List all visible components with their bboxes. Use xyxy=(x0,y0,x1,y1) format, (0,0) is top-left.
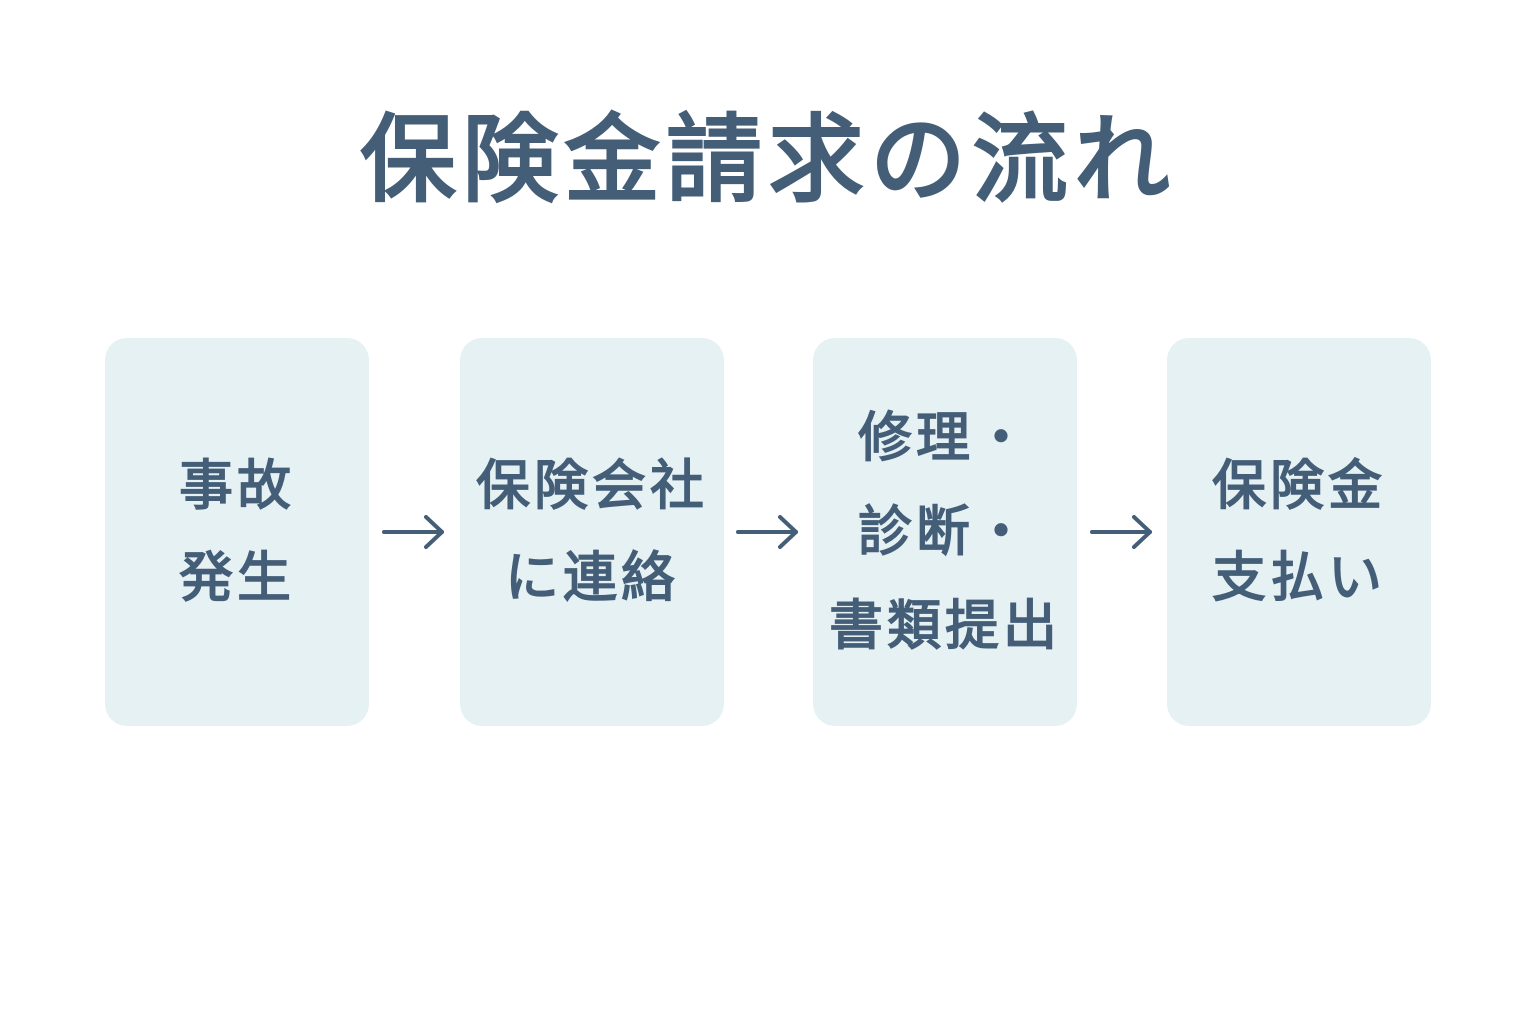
step-label-line: 修理・ xyxy=(858,406,1032,469)
step-label-line: 保険会社 xyxy=(476,454,708,517)
step-box-repair-diagnosis-documents: 修理・ 診断・ 書類提出 xyxy=(813,338,1077,726)
right-arrow-icon xyxy=(382,515,444,549)
step-label: 保険会社 に連絡 xyxy=(476,440,708,624)
step-label-line: 発生 xyxy=(179,546,295,609)
step-label-line: 診断・ xyxy=(858,500,1032,563)
step-label: 事故 発生 xyxy=(179,440,295,624)
step-label: 修理・ 診断・ 書類提出 xyxy=(829,391,1061,673)
right-arrow-icon xyxy=(736,515,798,549)
step-box-contact-insurer: 保険会社 に連絡 xyxy=(460,338,724,726)
step-label-line: 支払い xyxy=(1212,546,1386,609)
diagram-title: 保険金請求の流れ xyxy=(360,104,1176,216)
step-label-line: に連絡 xyxy=(505,546,679,609)
step-label-line: 事故 xyxy=(179,454,295,517)
step-box-payout: 保険金 支払い xyxy=(1167,338,1431,726)
step-label: 保険金 支払い xyxy=(1212,440,1386,624)
right-arrow-icon xyxy=(1090,515,1152,549)
step-label-line: 保険金 xyxy=(1212,454,1386,517)
step-label-line: 書類提出 xyxy=(829,594,1061,657)
step-box-accident: 事故 発生 xyxy=(105,338,369,726)
